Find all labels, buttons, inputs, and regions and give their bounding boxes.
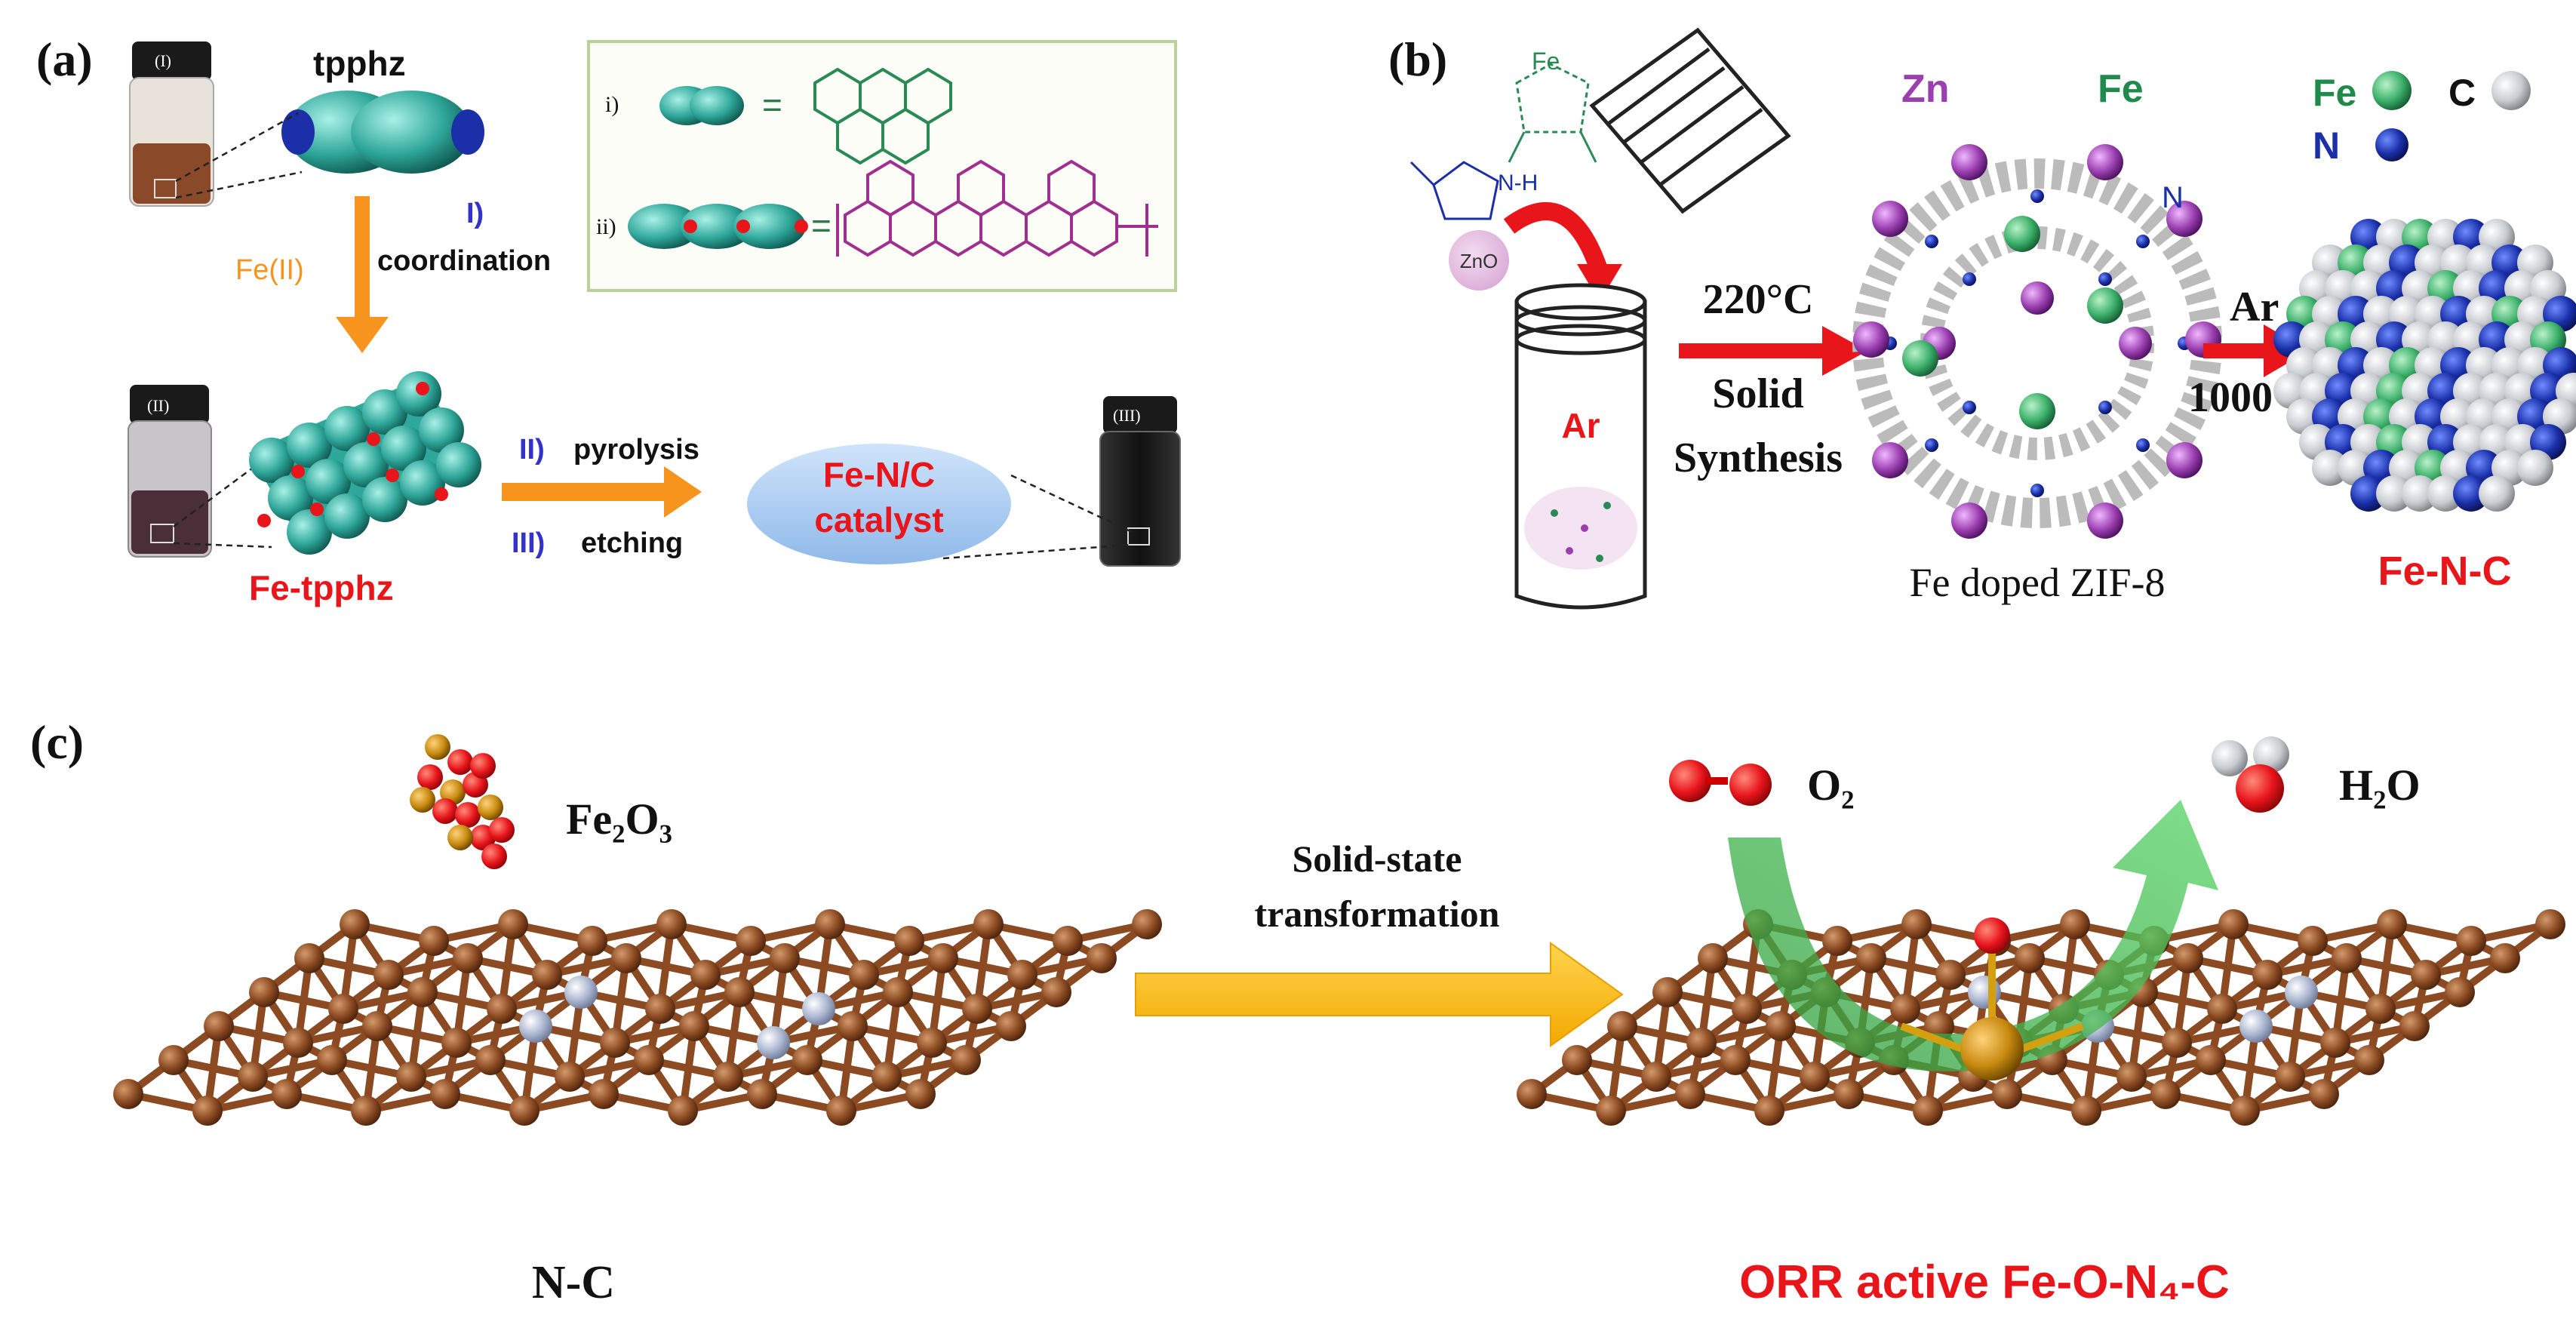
step-1-number: I)	[466, 198, 484, 229]
legend-c-swatch	[2491, 71, 2531, 110]
step-2-text: pyrolysis	[573, 434, 699, 466]
vial-2-label: (II)	[147, 396, 169, 415]
fe-n-c-cluster	[2273, 219, 2576, 512]
o2-label: O₂	[1807, 761, 1855, 810]
fe-chelate	[1508, 63, 1597, 163]
fe-chelate-label: Fe	[1532, 48, 1560, 75]
orr-product-label: ORR active Fe-O-N₄-C	[1739, 1256, 2230, 1308]
catalyst-ellipse	[747, 444, 1011, 564]
legend-fe: Fe	[2313, 72, 2356, 114]
crucible-lid	[1589, 27, 1791, 214]
panel-b-label: (b)	[1388, 32, 1447, 86]
fe-tpphz-sheet	[249, 371, 481, 555]
fe2o3-cluster	[410, 734, 515, 869]
panel-a: (a) (I) tpphz Fe(II) I) coordination i)	[36, 30, 1204, 607]
vial-2: (II)	[128, 385, 212, 558]
zno-bubble	[1449, 230, 1509, 290]
synthesis-label: Synthesis	[1674, 435, 1843, 481]
zif-framework	[1852, 144, 2222, 539]
h2o-molecule	[2212, 736, 2289, 813]
fe-active-site	[1900, 917, 2084, 1080]
step-3-text: etching	[581, 527, 683, 559]
step-2-number: II)	[519, 434, 545, 466]
fe-tpphz-label: Fe-tpphz	[249, 568, 394, 607]
nh-label: N-H	[1498, 171, 1538, 195]
nc-label: N-C	[532, 1257, 615, 1308]
tpphz-molecule	[281, 91, 484, 174]
transform-line-2: transformation	[1255, 893, 1500, 935]
nc-sheet	[113, 909, 1162, 1126]
zn-label: Zn	[1901, 67, 1950, 111]
fe-o-n4-c-sheet	[1517, 909, 2565, 1126]
transformation-arrow	[1135, 942, 1624, 1047]
fe-n-c-product-label: Fe-N-C	[2378, 549, 2512, 594]
legend-n: N	[2313, 124, 2340, 167]
inset-i-label: i)	[605, 92, 619, 117]
legend-fe-swatch	[2372, 71, 2412, 110]
panel-c: (c) Fe₂O₃ N-C Solid-state transformation	[30, 715, 2565, 1308]
vial-1: (I)	[129, 41, 214, 207]
coordination-arrow	[336, 196, 389, 353]
vial-3: (III)	[1099, 396, 1181, 567]
pyrolysis-arrow	[502, 466, 702, 518]
orr-arrow	[1728, 800, 2218, 1071]
solid-synthesis-arrow	[1679, 326, 1867, 376]
legend-c: C	[2448, 72, 2476, 114]
catalyst-line-1: Fe-N/C	[823, 455, 935, 494]
inset-ii-label: ii)	[596, 214, 616, 239]
fe-label: Fe	[2098, 67, 2144, 111]
vial-1-label: (I)	[155, 51, 171, 70]
inset-equals-1: =	[762, 85, 782, 124]
n-atom-label: N	[2162, 181, 2184, 214]
step-3-number: III)	[512, 527, 545, 559]
step-1-text: coordination	[377, 245, 551, 277]
inset-equals-2: =	[811, 206, 832, 245]
fe2o3-label: Fe₂O₃	[566, 795, 672, 844]
catalyst-line-2: catalyst	[814, 500, 943, 539]
o2-molecule	[1669, 760, 1772, 806]
panel-c-label: (c)	[30, 715, 84, 769]
vial-powder	[1524, 487, 1637, 570]
imidazole	[1409, 161, 1499, 220]
vial-ar-label: Ar	[1561, 406, 1600, 445]
fe-ii-label: Fe(II)	[235, 254, 304, 286]
h2o-label: H₂O	[2339, 761, 2421, 810]
legend-n-swatch	[2375, 128, 2408, 161]
vial-3-label: (III)	[1113, 406, 1141, 425]
panel-b: (b) Fe N-H ZnO	[1388, 27, 2576, 610]
temp-1-label: 220°C	[1703, 276, 1814, 323]
solid-label: Solid	[1712, 370, 1803, 417]
tpphz-label: tpphz	[313, 44, 406, 83]
transform-line-1: Solid-state	[1293, 838, 1462, 880]
zif-label: Fe doped ZIF-8	[1910, 560, 2166, 605]
mixing-arrow	[1503, 202, 1609, 275]
ar-2-label: Ar	[2230, 284, 2279, 330]
zno-label: ZnO	[1460, 250, 1499, 272]
structure-inset: i) ii) = =	[587, 40, 1177, 292]
panel-a-label: (a)	[36, 32, 93, 86]
